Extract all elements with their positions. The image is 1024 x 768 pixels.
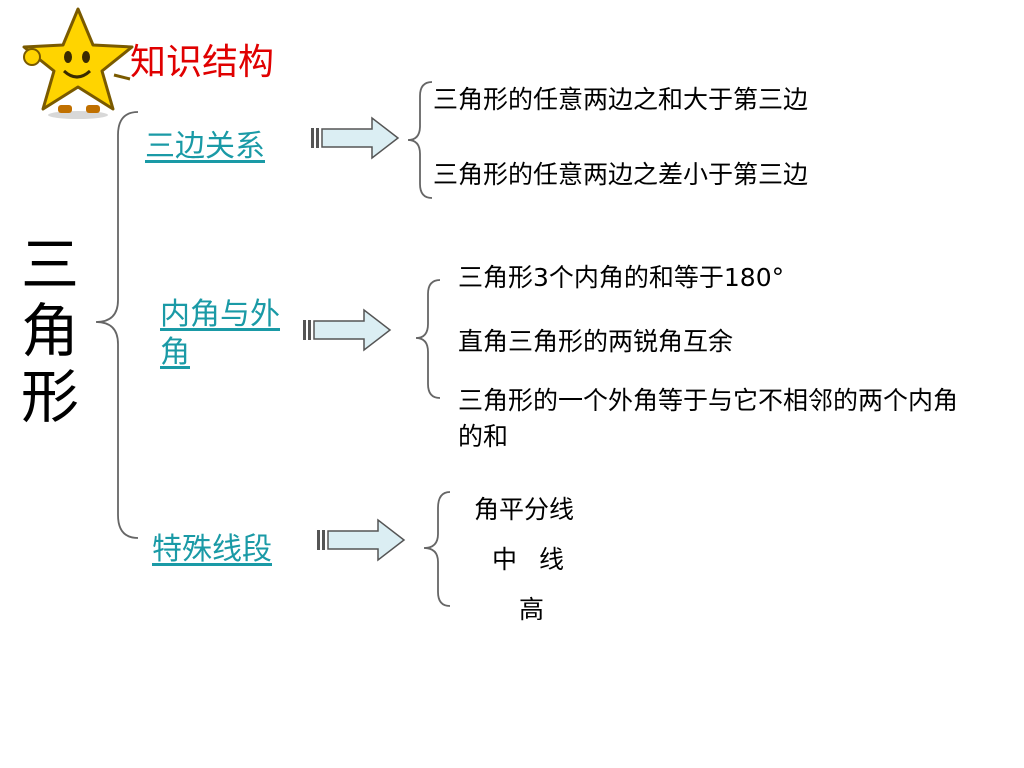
node-text: 三角形的任意两边之差小于第三边 [433, 160, 809, 189]
node-text: 直角三角形的两锐角互余 [458, 327, 734, 356]
node-text: 三角形的一个外角等于与它不相邻的两个内角的和 [458, 386, 959, 451]
branch-link-special-segments[interactable]: 特殊线段 [152, 532, 272, 567]
main-term: 三角形 [20, 231, 79, 431]
branch-link-side-relations[interactable]: 三边关系 [145, 129, 265, 164]
node-text: 三角形的任意两边之和大于第三边 [433, 85, 809, 114]
brace-3 [423, 491, 451, 607]
brace-1 [407, 81, 433, 199]
page-title: 知识结构 [130, 42, 275, 83]
main-brace [95, 111, 139, 539]
branch-link-angles[interactable]: 内角与外角 [160, 297, 280, 370]
node-text: 高 [519, 595, 545, 624]
right-arrow-icon [303, 308, 392, 352]
right-arrow-icon [317, 518, 406, 562]
node-text: 中 线 [492, 545, 564, 574]
star-mascot-icon [22, 7, 134, 119]
brace-2 [415, 279, 441, 399]
node-text: 三角形3个内角的和等于180° [458, 263, 785, 292]
right-arrow-icon [311, 116, 400, 160]
node-text: 角平分线 [474, 495, 575, 524]
